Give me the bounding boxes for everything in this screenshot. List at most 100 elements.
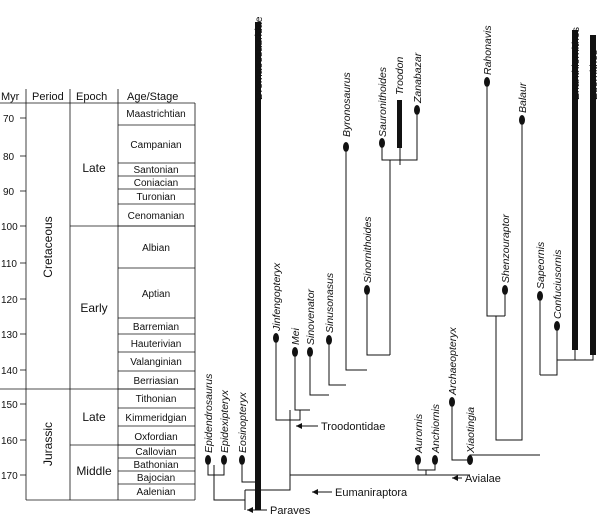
- taxon-balaur: Balaur: [517, 82, 529, 113]
- tick-label: 170: [1, 471, 18, 482]
- header-age-stage: Age/Stage: [127, 91, 178, 103]
- geologic-timescale-table: Myr Period Epoch Age/Stage 70 80 90 100 …: [0, 89, 196, 501]
- tick-label: 70: [3, 114, 15, 125]
- taxon-sinovenator: Sinovenator: [305, 288, 317, 345]
- taxon-rahonavis: Rahonavis: [482, 25, 494, 75]
- taxon-labels: Dromaeosauridae Byronosaurus Sauronithoi…: [203, 16, 600, 454]
- age-cell: Santonian: [133, 165, 178, 176]
- occurrence-anchiornis: [432, 455, 438, 465]
- tick-label: 140: [1, 366, 18, 377]
- occurrence-balaur: [519, 115, 525, 125]
- tick-label: 110: [1, 259, 17, 270]
- tick-label: 80: [3, 152, 15, 163]
- age-cell: Campanian: [130, 140, 181, 151]
- epoch-late-cretaceous: Late: [82, 161, 106, 175]
- taxon-sinornithoides: Sinornithoides: [362, 216, 374, 283]
- tick-label: 90: [3, 187, 15, 198]
- taxon-epidendrosaurus: Epidendrosaurus: [203, 373, 215, 453]
- occurrence-shenzouraptor: [502, 285, 508, 295]
- clade-avialae: Avialae: [465, 473, 501, 485]
- clade-pointers: [247, 423, 462, 513]
- taxon-epidexipteryx: Epidexipteryx: [219, 389, 231, 453]
- clade-labels: Troodontidae Avialae Eumaniraptora Parav…: [270, 421, 501, 517]
- age-cell: Maastrichtian: [126, 109, 185, 120]
- range-bar-enanthiornithes: [572, 30, 578, 350]
- occurrence-jinfengopteryx: [273, 333, 279, 343]
- taxon-sinusonasus: Sinusonasus: [324, 272, 336, 333]
- taxon-jinfengopteryx: Jinfengopteryx: [271, 262, 283, 332]
- occurrence-sinusonasus: [326, 335, 332, 345]
- tick-label: 150: [1, 400, 18, 411]
- taxon-euornithes: Euornithes: [588, 50, 600, 100]
- occurrence-eosinopteryx: [239, 455, 245, 465]
- taxon-dromaeosauridae: Dromaeosauridae: [253, 16, 265, 100]
- taxon-saurornithoides: Sauronithoides: [377, 66, 389, 137]
- taxon-anchiornis: Anchiornis: [430, 403, 442, 454]
- occurrence-sinornithoides: [364, 285, 370, 295]
- tree-branches: [207, 87, 594, 510]
- occurrence-epidendrosaurus: [205, 455, 211, 465]
- tick-label: 130: [1, 330, 18, 341]
- occurrence-sinovenator: [307, 347, 313, 357]
- clade-paraves: Paraves: [270, 505, 311, 517]
- age-cell: Aptian: [142, 289, 170, 300]
- occurrence-confuciusornis: [554, 321, 560, 331]
- period-cretaceous: Cretaceous: [41, 216, 55, 277]
- age-cell: Hauterivian: [131, 339, 182, 350]
- age-cell: Albian: [142, 243, 170, 254]
- age-cell: Aalenian: [137, 487, 176, 498]
- taxon-occurrence-markers: [205, 77, 560, 465]
- occurrence-mei: [292, 347, 298, 357]
- clade-troodontidae: Troodontidae: [321, 421, 385, 433]
- taxon-zanabazar: Zanabazar: [412, 52, 424, 104]
- age-cell: Callovian: [135, 447, 176, 458]
- taxon-sapeornis: Sapeornis: [535, 241, 547, 289]
- range-bar-troodon: [397, 100, 402, 148]
- occurrence-rahonavis: [484, 77, 490, 87]
- header-epoch: Epoch: [76, 91, 107, 103]
- occurrence-zanabazar: [414, 105, 420, 115]
- period-jurassic: Jurassic: [41, 422, 55, 466]
- age-cell: Bajocian: [137, 473, 175, 484]
- age-cell: Kimmeridgian: [125, 413, 186, 424]
- tick-label: 120: [1, 295, 18, 306]
- taxon-archaeopteryx: Archaeopteryx: [447, 327, 459, 396]
- taxon-confuciusornis: Confuciusornis: [552, 249, 564, 319]
- phylogenetic-tree: Dromaeosauridae Byronosaurus Sauronithoi…: [203, 16, 600, 517]
- age-cell: Coniacian: [134, 178, 178, 189]
- taxon-mei: Mei: [290, 327, 302, 345]
- age-cell: Oxfordian: [134, 432, 177, 443]
- range-bar-euornithes: [590, 35, 596, 355]
- age-cell: Berriasian: [133, 376, 178, 387]
- range-bar-dromaeosauridae: [255, 22, 261, 510]
- age-cell: Bathonian: [133, 460, 178, 471]
- occurrence-sapeornis: [537, 291, 543, 301]
- occurrence-aurornis: [415, 455, 421, 465]
- taxon-troodon: Troodon: [394, 57, 406, 95]
- clade-eumaniraptora: Eumaniraptora: [335, 487, 408, 499]
- age-cell: Tithonian: [136, 394, 177, 405]
- age-cell: Barremian: [133, 322, 179, 333]
- taxon-eosinopteryx: Eosinopteryx: [237, 392, 249, 453]
- tick-label: 160: [1, 436, 18, 447]
- taxon-byronosaurus: Byronosaurus: [341, 71, 353, 137]
- epoch-early-cretaceous: Early: [80, 301, 107, 315]
- taxon-xiaotingia: Xiaotingia: [465, 407, 477, 454]
- age-stage-rows: Maastrichtian Campanian Santonian Coniac…: [118, 109, 195, 498]
- epoch-late-jurassic: Late: [82, 410, 106, 424]
- occurrence-saurornithoides: [379, 138, 385, 148]
- occurrence-epidexipteryx: [221, 455, 227, 465]
- age-cell: Valanginian: [130, 357, 182, 368]
- tick-label: 100: [1, 222, 18, 233]
- taxon-enanthiornithes: Enanthiornithes: [570, 27, 582, 100]
- taxon-aurornis: Aurornis: [413, 413, 425, 454]
- epoch-middle-jurassic: Middle: [76, 464, 112, 478]
- taxon-shenzouraptor: Shenzouraptor: [500, 214, 512, 283]
- occurrence-byronosaurus: [343, 142, 349, 152]
- age-cell: Cenomanian: [128, 211, 185, 222]
- age-cell: Turonian: [136, 192, 175, 203]
- occurrence-archaeopteryx: [449, 397, 455, 407]
- header-myr: Myr: [1, 91, 20, 103]
